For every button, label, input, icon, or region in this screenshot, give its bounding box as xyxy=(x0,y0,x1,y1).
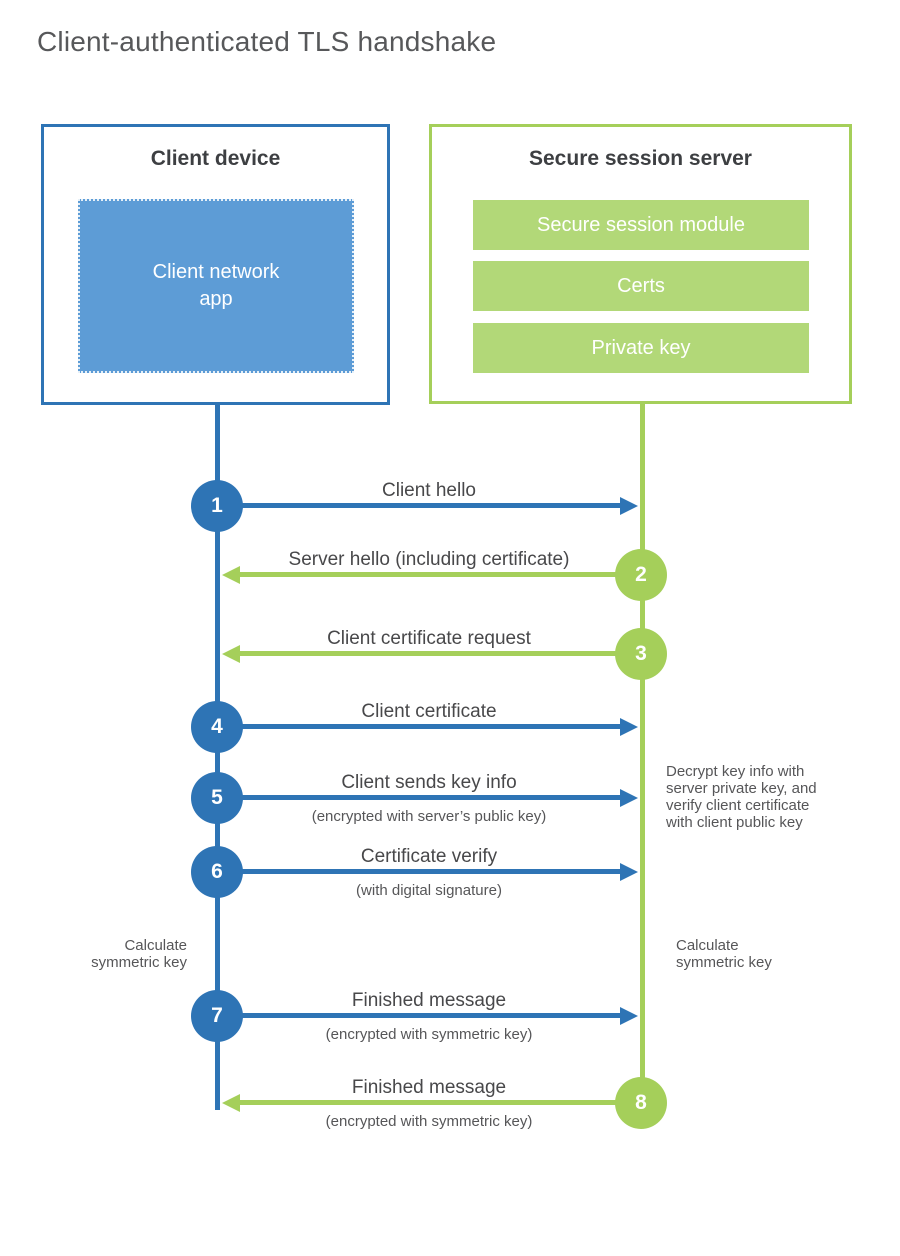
step-4-label: Client certificate xyxy=(361,701,497,722)
step-6-sublabel: (with digital signature) xyxy=(356,882,502,899)
step-3-label: Client certificate request xyxy=(327,628,531,649)
step-5-arrow xyxy=(217,795,620,800)
step-6-arrowhead-icon xyxy=(620,863,638,881)
step-2-arrowhead-icon xyxy=(222,566,240,584)
step-3-arrowhead-icon xyxy=(222,645,240,663)
step-8-arrowhead-icon xyxy=(222,1094,240,1112)
step-6-badge: 6 xyxy=(191,846,243,898)
step-3-arrow xyxy=(240,651,642,656)
step-8-badge: 8 xyxy=(615,1077,667,1129)
step-5-sublabel: (encrypted with server’s public key) xyxy=(311,808,547,825)
server-module-secure-session: Secure session module xyxy=(473,200,809,250)
step-6-label: Certificate verify xyxy=(360,846,498,867)
step-5-arrowhead-icon xyxy=(620,789,638,807)
step-6-arrow xyxy=(217,869,620,874)
server-title: Secure session server xyxy=(529,147,752,170)
page-title: Client-authenticated TLS handshake xyxy=(37,26,497,57)
step-4-arrow xyxy=(217,724,620,729)
server-module-certs: Certs xyxy=(473,261,809,311)
step-1-badge: 1 xyxy=(191,480,243,532)
step-7-label: Finished message xyxy=(351,990,507,1011)
step-8-label: Finished message xyxy=(351,1077,507,1098)
calculate-symmetric-key-server-note: Calculate symmetric key xyxy=(676,937,772,971)
step-7-sublabel: (encrypted with symmetric key) xyxy=(325,1026,533,1043)
client-lifeline xyxy=(215,402,220,1110)
step-2-arrow xyxy=(240,572,642,577)
step-3-badge: 3 xyxy=(615,628,667,680)
step-7-badge: 7 xyxy=(191,990,243,1042)
step-5-label: Client sends key info xyxy=(341,772,517,793)
step-4-badge: 4 xyxy=(191,701,243,753)
step-8-arrow xyxy=(240,1100,642,1105)
step-5-badge: 5 xyxy=(191,772,243,824)
step-4-arrowhead-icon xyxy=(620,718,638,736)
step-7-arrowhead-icon xyxy=(620,1007,638,1025)
step-1-arrowhead-icon xyxy=(620,497,638,515)
step-1-label: Client hello xyxy=(382,480,476,501)
step-2-badge: 2 xyxy=(615,549,667,601)
step-2-label: Server hello (including certificate) xyxy=(288,549,570,570)
client-network-app-box: Client network app xyxy=(78,199,354,373)
step-8-sublabel: (encrypted with symmetric key) xyxy=(325,1113,533,1130)
server-lifeline xyxy=(640,401,645,1103)
calculate-symmetric-key-client-note: Calculate symmetric key xyxy=(91,937,187,971)
client-device-title: Client device xyxy=(150,147,281,170)
server-module-private-key: Private key xyxy=(473,323,809,373)
decrypt-note: Decrypt key info with server private key… xyxy=(666,763,817,831)
step-7-arrow xyxy=(217,1013,620,1018)
step-1-arrow xyxy=(217,503,620,508)
